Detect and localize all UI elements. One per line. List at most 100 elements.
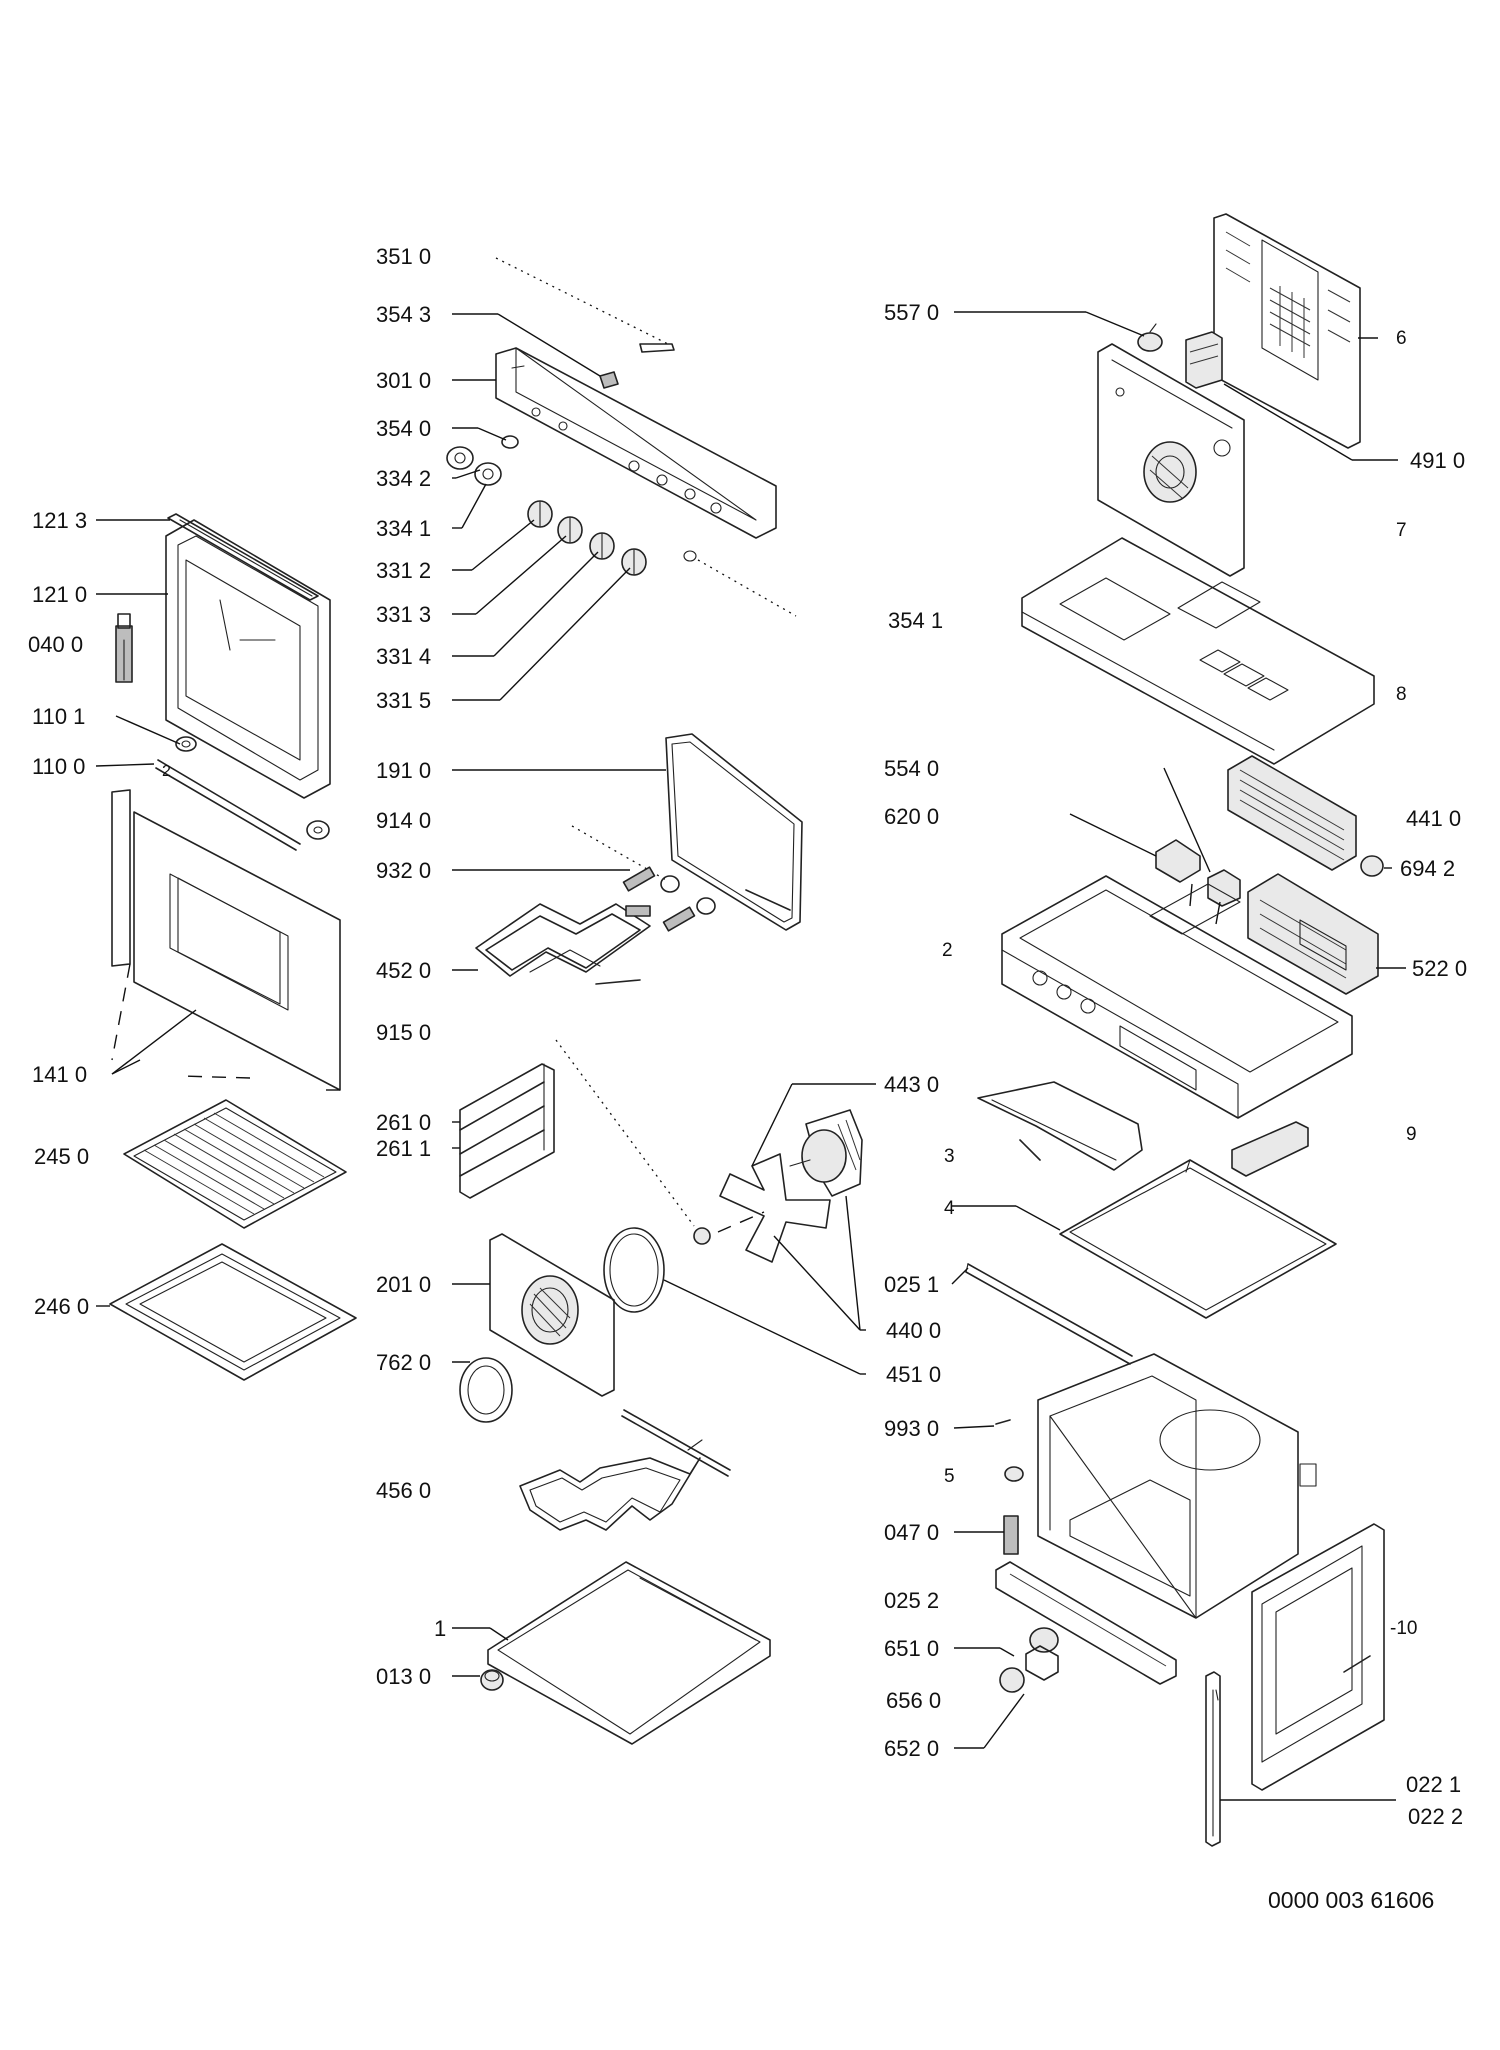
label-4560: 456 0: [376, 1478, 431, 1503]
label-3342: 334 2: [376, 466, 431, 491]
label-6942: 694 2: [1400, 856, 1455, 881]
back-panel-part: [1213, 213, 1361, 449]
lamp-parts: [999, 1627, 1059, 1693]
label-3541: 354 1: [888, 608, 943, 633]
label-3510: 351 0: [376, 244, 431, 269]
top-cover-part: [1021, 537, 1375, 765]
oven-cavity-part: [1037, 1353, 1317, 1619]
leader-lines: [95, 311, 1406, 1801]
label-3313: 331 3: [376, 602, 431, 627]
label-3540: 354 0: [376, 416, 431, 441]
label-0221: 022 1: [1406, 1772, 1461, 1797]
label-10: -10: [1390, 1618, 1417, 1639]
side-rail-part: [1205, 1671, 1221, 1847]
part-labels: 351 0 354 3 301 0 354 0 334 2 334 1 331 …: [28, 244, 1467, 1913]
label-1410: 141 0: [32, 1062, 87, 1087]
cover-plate-part: [1231, 1121, 1309, 1177]
vent-grid: [1269, 286, 1311, 358]
label-2: 2: [942, 940, 953, 961]
label-4: 4: [944, 1198, 955, 1219]
label-3314: 331 4: [376, 644, 431, 669]
label-0251: 025 1: [884, 1272, 939, 1297]
drawing-number: 0000 003 61606: [1268, 1887, 1434, 1913]
label-6510: 651 0: [884, 1636, 939, 1661]
foot-part: [480, 1669, 504, 1691]
rail-part: [965, 1263, 1133, 1365]
cavity-bottom-rail-part: [995, 1561, 1177, 1685]
label-3: 3: [944, 1146, 955, 1167]
label-3010: 301 0: [376, 368, 431, 393]
knob-small-parts: [446, 435, 519, 486]
label-6520: 652 0: [884, 1736, 939, 1761]
fan-motor-part: [789, 1109, 863, 1197]
element-screws-parts: [571, 825, 716, 932]
label-9: 9: [1406, 1124, 1417, 1145]
door-top-trim-part: [167, 513, 319, 601]
lamp-socket-part: [1003, 1515, 1019, 1555]
oven-bottom-plate-part: [487, 1561, 771, 1745]
circular-element-part: [603, 1227, 861, 1375]
wire-shelf-part: [123, 1099, 347, 1229]
label-4430: 443 0: [884, 1072, 939, 1097]
control-panel-part: [495, 347, 777, 539]
door-glass-panel-part: [111, 789, 341, 1091]
fan-blade-part: [693, 1153, 831, 1263]
label-0222: 022 2: [1408, 1804, 1463, 1829]
control-knobs-parts: [527, 500, 797, 617]
terminal-block-part: [1185, 331, 1223, 389]
label-6: 6: [1396, 328, 1407, 349]
label-3341: 334 1: [376, 516, 431, 541]
label-9150: 915 0: [376, 1020, 431, 1045]
small-screw-parts: [995, 1419, 1024, 1482]
label-0470: 047 0: [884, 1520, 939, 1545]
label-0400: 040 0: [28, 632, 83, 657]
label-4400: 440 0: [886, 1318, 941, 1343]
label-2-small: 2: [162, 763, 171, 780]
label-9320: 932 0: [376, 858, 431, 883]
label-4910: 491 0: [1410, 448, 1465, 473]
label-2610: 261 0: [376, 1110, 431, 1135]
label-4410: 441 0: [1406, 806, 1461, 831]
fan-gasket-part: [459, 1357, 513, 1423]
label-9140: 914 0: [376, 808, 431, 833]
switch-parts: [1155, 839, 1241, 925]
label-1213: 121 3: [32, 508, 87, 533]
label-2010: 201 0: [376, 1272, 431, 1297]
label-1210: 121 0: [32, 582, 87, 607]
bottom-element-part: [519, 1409, 731, 1531]
label-4510: 451 0: [886, 1362, 941, 1387]
door-hinge-part: [115, 613, 133, 683]
hinge-washer-part: [175, 736, 197, 752]
label-1910: 191 0: [376, 758, 431, 783]
label-7620: 762 0: [376, 1350, 431, 1375]
fan-cover-part: [489, 1233, 615, 1397]
label-4520: 452 0: [376, 958, 431, 983]
baking-tray-part: [109, 1243, 357, 1381]
label-5: 5: [944, 1466, 955, 1487]
hinge-rod-part: [155, 759, 330, 851]
thermostat-part: [1137, 323, 1163, 352]
label-2460: 246 0: [34, 1294, 89, 1319]
door-seal-part: [665, 733, 803, 931]
label-3543: 354 3: [376, 302, 431, 327]
grill-element-part: [475, 903, 651, 985]
shelf-runner-part: [459, 1063, 555, 1199]
oven-top-plate-part: [1059, 1159, 1337, 1319]
label-9930: 993 0: [884, 1416, 939, 1441]
label-1: 1: [434, 1616, 446, 1641]
chassis-part: [1001, 875, 1353, 1119]
tangential-fan-part: [1227, 755, 1357, 871]
label-0130: 013 0: [376, 1664, 431, 1689]
door-frame-part: [165, 519, 331, 799]
label-8: 8: [1396, 684, 1407, 705]
label-5540: 554 0: [884, 756, 939, 781]
label-1100: 110 0: [32, 754, 85, 779]
label-0252: 025 2: [884, 1588, 939, 1613]
label-5220: 522 0: [1412, 956, 1467, 981]
label-1101: 110 1: [32, 704, 85, 729]
side-panel-part: [1251, 1523, 1385, 1791]
rear-frame-part: [1097, 343, 1245, 577]
label-2611: 261 1: [376, 1136, 431, 1161]
control-panel-screws-part: [495, 257, 675, 389]
